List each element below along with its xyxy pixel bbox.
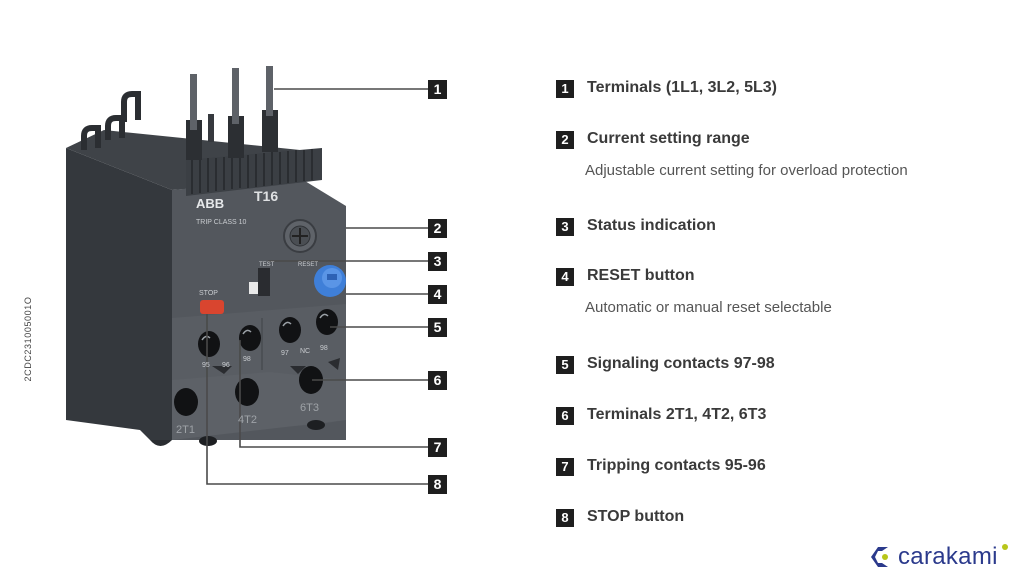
serial-code: 2CDC231005001O xyxy=(23,296,33,382)
test-label: TEST xyxy=(259,262,275,268)
callout-8: 8 xyxy=(428,475,447,494)
carakami-logo-icon xyxy=(868,544,892,570)
legend-title: Tripping contacts 95-96 xyxy=(587,457,766,474)
legend-number: 5 xyxy=(556,356,574,374)
watermark-text: carakami xyxy=(898,543,998,570)
contact-label-96: 96 xyxy=(222,362,230,369)
callout-5: 5 xyxy=(428,318,447,337)
callout-1: 1 xyxy=(428,80,447,99)
legend-title: Terminals (1L1, 3L2, 5L3) xyxy=(587,79,777,96)
legend-number: 6 xyxy=(556,407,574,425)
model-label: T16 xyxy=(254,188,279,204)
trip-class-label: TRIP CLASS 10 xyxy=(196,219,247,226)
terminal-label-4t2: 4T2 xyxy=(238,414,257,426)
stop-label: STOP xyxy=(199,290,218,297)
callout-7: 7 xyxy=(428,438,447,457)
carakami-watermark: carakami xyxy=(868,540,1008,574)
callout-6: 6 xyxy=(428,371,447,390)
contact-label-98b: 98 xyxy=(320,345,328,352)
legend-title: Signaling contacts 97-98 xyxy=(587,355,775,372)
terminal-label-6t3: 6T3 xyxy=(300,402,319,414)
contact-label-98a: 98 xyxy=(243,356,251,363)
legend-number: 4 xyxy=(556,268,574,286)
legend-number: 1 xyxy=(556,80,574,98)
legend-description: Adjustable current setting for overload … xyxy=(585,162,908,179)
callout-3: 3 xyxy=(428,252,447,271)
legend-title: STOP button xyxy=(587,508,685,525)
legend: 1 Terminals (1L1, 3L2, 5L3) 2 Current se… xyxy=(556,0,1016,576)
legend-number: 2 xyxy=(556,131,574,149)
reset-label: RESET xyxy=(298,262,319,268)
callout-2: 2 xyxy=(428,219,447,238)
callout-4: 4 xyxy=(428,285,447,304)
legend-title: Status indication xyxy=(587,217,716,234)
contact-label-95: 95 xyxy=(202,362,210,369)
terminal-label-2t1: 2T1 xyxy=(176,424,195,436)
legend-title: Current setting range xyxy=(587,130,750,147)
brand-label: ABB xyxy=(196,196,225,211)
watermark-dot xyxy=(1002,544,1008,550)
legend-title: RESET button xyxy=(587,267,695,284)
legend-number: 3 xyxy=(556,218,574,236)
contact-label-nc: NC xyxy=(300,348,311,355)
legend-number: 8 xyxy=(556,509,574,527)
legend-title: Terminals 2T1, 4T2, 6T3 xyxy=(587,406,767,423)
legend-number: 7 xyxy=(556,458,574,476)
contact-label-97: 97 xyxy=(281,350,289,357)
legend-description: Automatic or manual reset selectable xyxy=(585,299,832,316)
